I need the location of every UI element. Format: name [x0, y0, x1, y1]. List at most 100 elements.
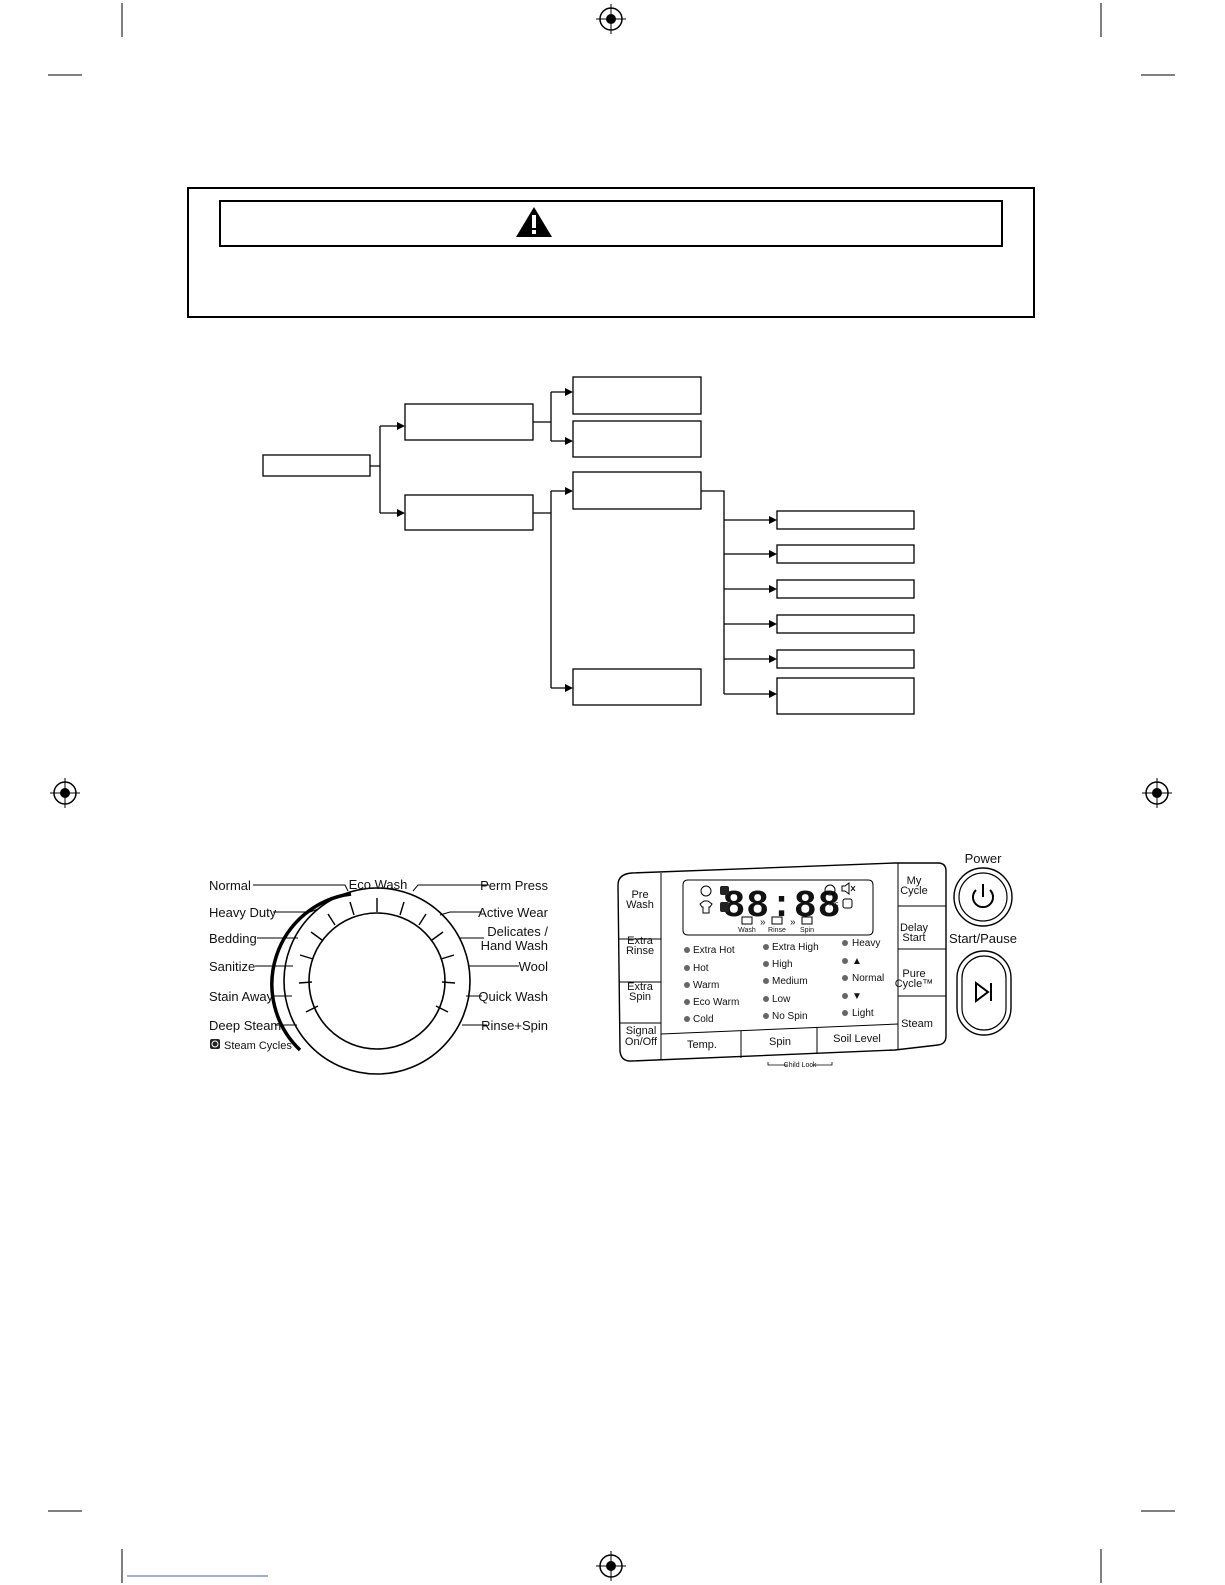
svg-text:Medium: Medium: [772, 976, 808, 987]
extra-rinse-button[interactable]: Extra Rinse: [626, 935, 654, 957]
dial-label-stain-away: Stain Away: [209, 989, 274, 1004]
extra-spin-button[interactable]: Extra Spin: [627, 981, 654, 1003]
temp-button[interactable]: Temp.: [687, 1039, 717, 1051]
flow-node-c1: [776, 510, 915, 530]
lock-icon: [720, 902, 729, 912]
svg-text:Extra High: Extra High: [772, 942, 819, 953]
temp-led-1: Extra Hot: [684, 945, 735, 956]
my-cycle-button[interactable]: My Cycle: [900, 875, 928, 897]
steam-icon: [720, 886, 729, 895]
spin-button[interactable]: Spin: [769, 1036, 791, 1048]
svg-text:◐rsc: ◐rsc: [825, 901, 839, 908]
phase-rinse: Rinse: [768, 927, 786, 934]
steam-cycles-legend: Steam Cycles: [224, 1040, 292, 1052]
temp-led-4: Eco Warm: [684, 997, 739, 1008]
dial-label-bedding: Bedding: [209, 931, 257, 946]
svg-text:Light: Light: [852, 1008, 874, 1019]
temp-led-3: Warm: [684, 980, 719, 991]
svg-text:Cold: Cold: [693, 1014, 714, 1025]
dial-label-normal: Normal: [209, 878, 251, 893]
soil-options: Heavy ▲ Normal ▼ Light: [842, 938, 884, 1019]
phase-wash: Wash: [738, 927, 756, 934]
phase-chevrons-2: »: [790, 917, 796, 928]
svg-text:Warm: Warm: [693, 980, 719, 991]
temp-led-5: Cold: [684, 1014, 714, 1025]
spin-icon: [801, 916, 813, 925]
control-panel: 88:88 ◐rsc » » Wash Rinse Spin Pre Wash: [617, 862, 947, 1069]
dial-label-sanitize: Sanitize: [209, 959, 255, 974]
pre-wash-button[interactable]: Pre Wash: [626, 889, 654, 911]
phase-chevrons-1: »: [760, 917, 766, 928]
soil-led-1: Heavy: [842, 938, 880, 949]
flow-node-c6: [776, 677, 915, 715]
child-lock-indicator: Child Lock: [767, 1062, 833, 1069]
flow-node-c5: [776, 649, 915, 669]
start-pause-button[interactable]: [956, 950, 1012, 1036]
soil-led-4: ▼: [842, 991, 862, 1002]
side-buttons: Power Start/Pause: [949, 851, 1017, 1036]
smart-icon: ◐rsc: [825, 901, 839, 908]
drum-clean-icon: [842, 898, 853, 909]
dial-label-heavy-duty: Heavy Duty: [209, 905, 277, 920]
delay-start-line2: Start: [902, 932, 925, 944]
svg-text:Extra Hot: Extra Hot: [693, 945, 735, 956]
signal-button[interactable]: Signal On/Off: [625, 1025, 658, 1048]
flow-node-b1: [572, 471, 702, 510]
dial-label-quick-wash: Quick Wash: [478, 989, 548, 1004]
soil-level-button[interactable]: Soil Level: [833, 1033, 881, 1045]
spin-led-5: No Spin: [763, 1011, 808, 1022]
start-pause-label: Start/Pause: [949, 931, 1017, 946]
rinse-icon: [771, 916, 783, 925]
warning-triangle-icon: [516, 207, 552, 237]
pure-cycle-line2: Cycle™: [895, 978, 934, 990]
phase-spin: Spin: [800, 927, 814, 934]
flowchart: [262, 376, 915, 715]
flow-node-c2: [776, 544, 915, 564]
svg-text:Normal: Normal: [852, 973, 884, 984]
cycle-selector-dial[interactable]: Normal Heavy Duty Bedding Sanitize Stain…: [209, 877, 549, 1075]
temp-led-2: Hot: [684, 963, 709, 974]
svg-text:Low: Low: [772, 994, 791, 1005]
power-icon: [972, 884, 994, 909]
flow-node-a1: [572, 376, 702, 415]
svg-text:No Spin: No Spin: [772, 1011, 808, 1022]
svg-text:▲: ▲: [852, 956, 862, 967]
dial-leader-lines: [253, 884, 519, 1026]
wash-icon: [741, 916, 753, 925]
pure-cycle-button[interactable]: Pure Cycle™: [895, 968, 934, 990]
dial-label-eco-wash: Eco Wash: [349, 877, 408, 892]
signal-line2: On/Off: [625, 1036, 658, 1048]
flow-node-c4: [776, 614, 915, 634]
temp-options: Extra Hot Hot Warm Eco Warm Cold: [684, 945, 739, 1025]
dial-label-perm-press: Perm Press: [480, 878, 548, 893]
soil-led-5: Light: [842, 1008, 874, 1019]
svg-text:High: High: [772, 959, 793, 970]
flow-node-a2: [572, 420, 702, 458]
extra-rinse-line1: Extra: [627, 935, 654, 947]
spin-led-4: Low: [763, 994, 791, 1005]
power-button[interactable]: [953, 867, 1013, 927]
steam-button[interactable]: Steam: [901, 1018, 933, 1030]
warning-box: [187, 187, 1035, 318]
svg-text:Heavy: Heavy: [852, 938, 880, 949]
spin-led-1: Extra High: [763, 942, 819, 953]
delay-start-button[interactable]: Delay Start: [900, 922, 929, 944]
soil-led-3: Normal: [842, 973, 884, 984]
registration-mark-top: [596, 4, 626, 34]
my-cycle-line2: Cycle: [900, 885, 928, 897]
play-pause-icon: [975, 981, 992, 1003]
steam-cycles-icon: [210, 1039, 220, 1049]
extra-rinse-line2: Rinse: [626, 945, 654, 957]
flow-node-a: [404, 403, 534, 441]
flow-node-root: [262, 454, 371, 477]
spin-led-3: Medium: [763, 976, 808, 987]
shirt-icon: [699, 900, 713, 914]
display-screen: 88:88 ◐rsc » » Wash Rinse Spin: [699, 882, 856, 934]
prewash-icon: [700, 885, 712, 897]
extra-spin-line2: Spin: [629, 991, 651, 1003]
pre-wash-line1: Pre: [631, 889, 648, 901]
dial-ticks: [298, 898, 456, 1013]
signal-line1: Signal: [626, 1025, 657, 1037]
flow-node-b2: [572, 668, 702, 706]
